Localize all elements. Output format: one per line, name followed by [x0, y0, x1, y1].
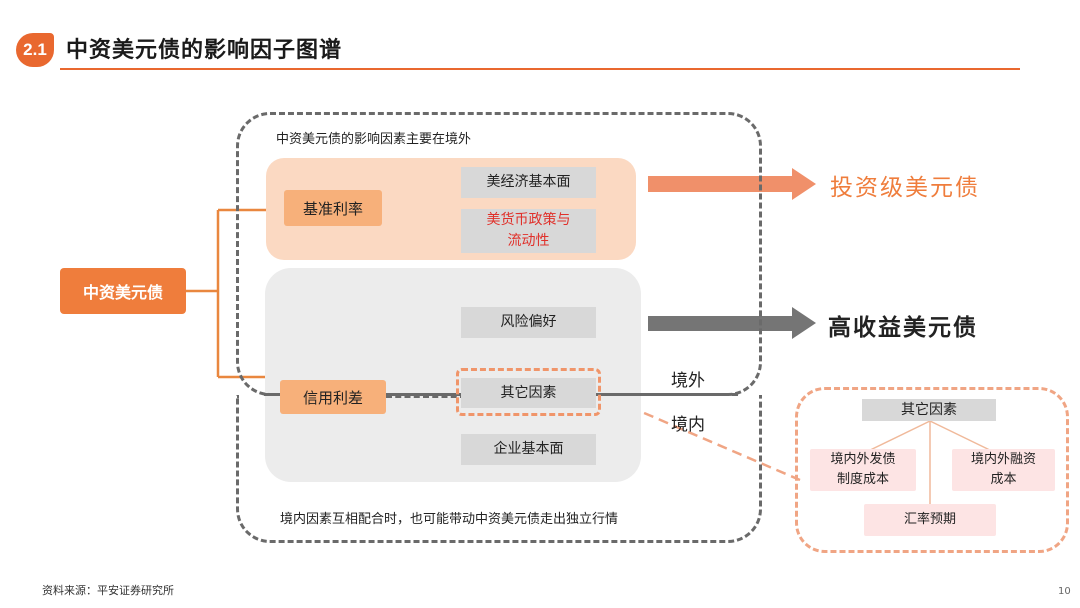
overseas-caption: 中资美元债的影响因素主要在境外: [276, 132, 472, 147]
investment-grade-arrow: [648, 168, 816, 200]
other-factors-detail-box: [795, 387, 1069, 553]
benchmark-rate-node: 基准利率: [284, 190, 382, 226]
us-economy-node: 美经济基本面: [461, 167, 596, 198]
page-number: 10: [1058, 586, 1071, 597]
us-monetary-policy-node: 美货币政策与 流动性: [461, 209, 596, 253]
detail-fx-expectation-node: 汇率预期: [864, 504, 996, 536]
domestic-label: 境内: [671, 415, 705, 435]
region-divider-mid: [386, 395, 466, 398]
high-yield-arrow: [648, 307, 816, 339]
other-factors-node: 其它因素: [461, 378, 596, 408]
us-monetary-policy-line2: 流动性: [507, 233, 550, 249]
detail-line-right: [929, 420, 999, 455]
domestic-region: [236, 395, 762, 543]
title-divider: [60, 68, 1020, 70]
section-badge: 2.1: [16, 33, 54, 67]
overseas-region: [236, 112, 762, 396]
domestic-caption: 境内因素互相配合时，也可能带动中资美元债走出独立行情: [280, 512, 619, 527]
credit-spread-node: 信用利差: [280, 380, 386, 414]
us-monetary-policy-line1: 美货币政策与: [486, 212, 571, 228]
detail-financing-cost-line2: 成本: [990, 472, 1017, 487]
other-factors-highlight: [456, 368, 601, 416]
root-node: 中资美元债: [60, 268, 186, 314]
detail-issuance-cost-line1: 境内外发债: [830, 452, 896, 467]
detail-line-left: [861, 420, 931, 455]
corporate-fundamentals-node: 企业基本面: [461, 434, 596, 465]
detail-title-node: 其它因素: [862, 399, 996, 421]
detail-issuance-cost-node: 境内外发债 制度成本: [810, 449, 916, 491]
detail-financing-cost-line1: 境内外融资: [970, 452, 1036, 467]
detail-issuance-cost-line2: 制度成本: [836, 472, 889, 487]
overseas-label: 境外: [671, 371, 705, 391]
source-note: 资料来源：平安证券研究所: [42, 584, 174, 597]
detail-financing-cost-node: 境内外融资 成本: [952, 449, 1055, 491]
investment-grade-label: 投资级美元债: [830, 175, 980, 201]
page-title: 中资美元债的影响因子图谱: [66, 38, 343, 63]
risk-appetite-node: 风险偏好: [461, 307, 596, 338]
high-yield-label: 高收益美元债: [828, 315, 978, 341]
